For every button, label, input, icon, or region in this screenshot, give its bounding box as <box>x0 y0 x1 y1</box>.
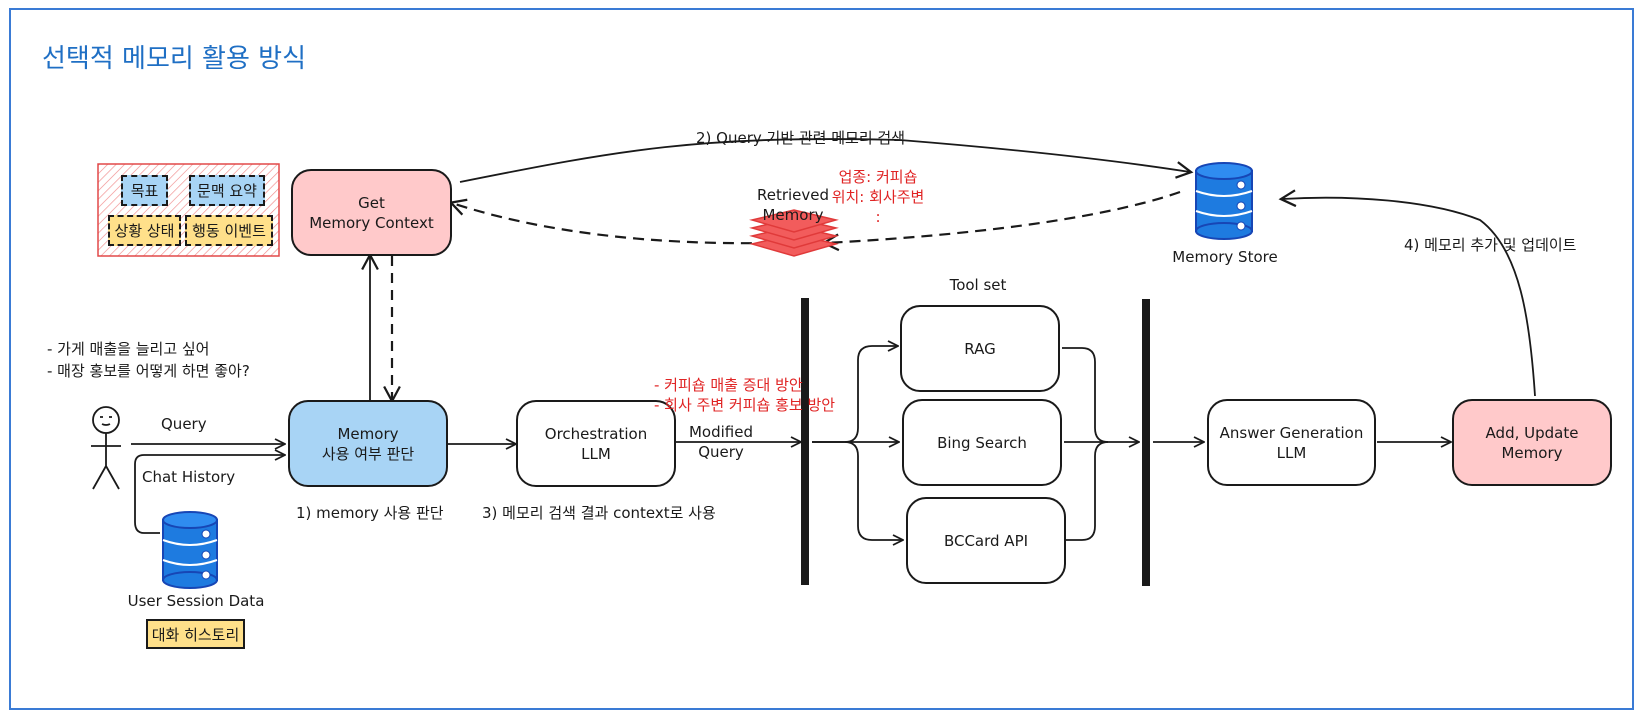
step4-label: 4) 메모리 추가 및 업데이트 <box>1404 236 1577 254</box>
modified-query-label: Modified Query <box>686 422 756 462</box>
diagram-frame <box>9 8 1634 710</box>
get-memory-context-line2: Memory Context <box>309 213 434 232</box>
user-session-data-label: User Session Data <box>127 592 265 610</box>
session-database-icon <box>162 511 218 589</box>
answer-generation-line2: LLM <box>1276 443 1307 462</box>
modified-query-line2: Query <box>698 443 744 461</box>
rag-label: RAG <box>964 339 996 358</box>
tag-goal: 목표 <box>121 175 168 206</box>
memory-context-note1: - 커피숍 매출 증대 방안 <box>654 376 803 394</box>
toolset-fanout-bar <box>801 298 809 585</box>
page-title: 선택적 메모리 활용 방식 <box>42 44 306 74</box>
add-update-memory-node: Add, Update Memory <box>1452 399 1612 486</box>
memory-judge-line2: 사용 여부 판단 <box>321 444 415 463</box>
chat-history-arrow <box>134 455 284 534</box>
tool-set-label: Tool set <box>949 276 1007 294</box>
memory-judge-node: Memory 사용 여부 판단 <box>288 400 448 487</box>
memory-context-note2: - 회사 주변 커피숍 홍보 방안 <box>654 396 836 414</box>
add-update-line1: Add, Update <box>1485 423 1579 442</box>
add-update-line2: Memory <box>1501 443 1563 462</box>
retrieved-memory-label: Retrieved Memory <box>752 185 834 225</box>
orchestration-llm-node: Orchestration LLM <box>516 400 676 487</box>
user-utterance-line1: - 가게 매출을 늘리고 싶어 <box>47 340 210 358</box>
memory-store-label: Memory Store <box>1172 248 1278 266</box>
orchestration-line2: LLM <box>581 444 611 463</box>
fanin-bccard <box>1066 441 1109 541</box>
get-memory-context-line1: Get <box>358 193 385 212</box>
memory-store-database-icon <box>1195 162 1253 240</box>
memory-judge-line1: Memory <box>337 424 399 443</box>
step3-label: 3) 메모리 검색 결과 context로 사용 <box>482 504 716 522</box>
bing-search-label: Bing Search <box>937 433 1027 452</box>
answer-generation-node: Answer Generation LLM <box>1207 399 1376 486</box>
update-to-store-arrow <box>1282 198 1536 397</box>
bing-search-node: Bing Search <box>902 399 1062 486</box>
chat-history-tag: 대화 히스토리 <box>146 619 245 649</box>
tag-situation-state: 상황 상태 <box>108 215 181 246</box>
step2-label: 2) Query 기반 관련 메모리 검색 <box>696 129 906 147</box>
bccard-api-label: BCCard API <box>943 531 1029 550</box>
user-utterance-line2: - 매장 홍보를 어떻게 하면 좋아? <box>47 362 250 380</box>
retrieved-content-label: 업종: 커피숍 위치: 회사주변 : <box>826 167 930 227</box>
query-label: Query <box>161 415 207 433</box>
bccard-api-node: BCCard API <box>906 497 1066 584</box>
store-to-retrieved-arrow <box>825 190 1181 243</box>
retrieved-content-line3: : <box>875 208 881 226</box>
tag-action-event: 행동 이벤트 <box>185 215 273 246</box>
toolset-fanin-bar <box>1142 299 1150 586</box>
query-retrieval-arrow <box>459 138 1190 183</box>
rag-node: RAG <box>900 305 1060 392</box>
retrieved-content-line2: 위치: 회사주변 <box>831 188 925 206</box>
retrieved-to-context-arrow <box>452 203 771 245</box>
retrieved-memory-line2: Memory <box>762 206 824 224</box>
retrieved-memory-layers-icon <box>749 209 839 257</box>
answer-generation-line1: Answer Generation <box>1219 423 1364 442</box>
fanin-rag <box>1062 347 1109 443</box>
orchestration-line1: Orchestration <box>544 424 648 443</box>
retrieved-content-line1: 업종: 커피숍 <box>838 168 918 186</box>
get-memory-context-node: Get Memory Context <box>291 169 452 256</box>
fanout-bccard <box>844 441 902 540</box>
memory-context-notes: - 커피숍 매출 증대 방안 - 회사 주변 커피숍 홍보 방안 <box>654 375 835 415</box>
user-utterance: - 가게 매출을 늘리고 싶어 - 매장 홍보를 어떻게 하면 좋아? <box>47 338 250 382</box>
modified-query-line1: Modified <box>688 423 753 441</box>
user-stick-figure-icon <box>91 406 121 490</box>
retrieved-memory-line1: Retrieved <box>756 186 830 204</box>
step1-label: 1) memory 사용 판단 <box>296 504 444 522</box>
tag-context-summary: 문맥 요약 <box>189 175 265 206</box>
chat-history-label: Chat History <box>142 468 236 486</box>
